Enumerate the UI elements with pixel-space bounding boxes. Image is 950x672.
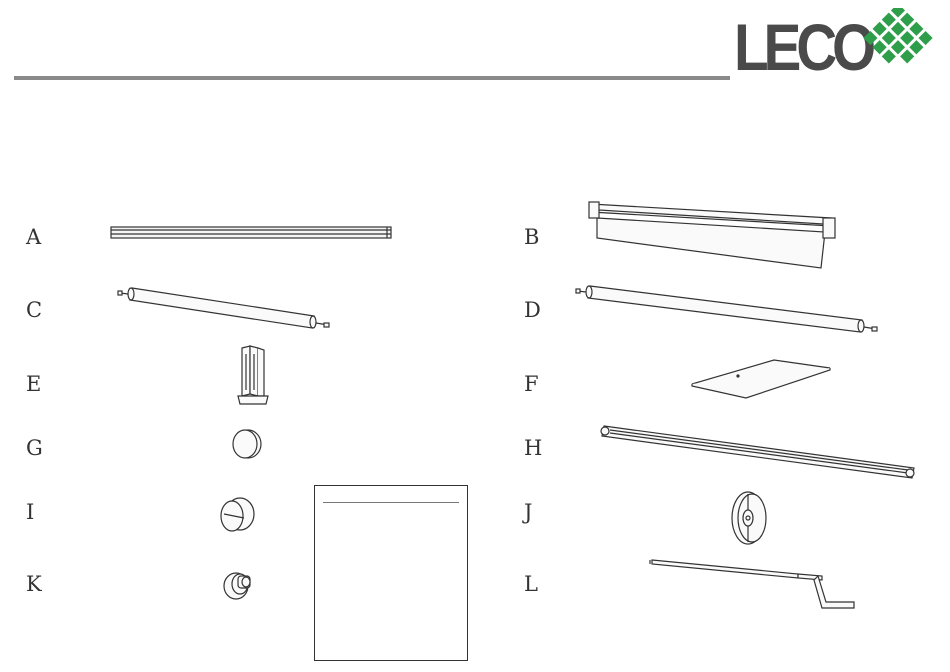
notes-box bbox=[314, 485, 468, 661]
part-label-d: D bbox=[524, 300, 541, 321]
plate-icon bbox=[690, 358, 832, 400]
part-label-i: I bbox=[26, 502, 34, 523]
screen-case-icon bbox=[585, 198, 845, 274]
roller-icon bbox=[118, 284, 332, 336]
roller-icon bbox=[576, 282, 880, 340]
part-label-l: L bbox=[524, 574, 538, 595]
bracket-icon bbox=[236, 344, 272, 406]
end-cap-icon bbox=[218, 494, 258, 536]
part-label-c: C bbox=[26, 300, 42, 321]
notes-box-rule bbox=[323, 502, 459, 503]
knob-icon bbox=[222, 568, 256, 602]
part-label-e: E bbox=[26, 374, 41, 395]
bar-icon bbox=[596, 422, 920, 482]
wheel-icon bbox=[726, 488, 772, 548]
brand-logo-text: LECO bbox=[734, 14, 871, 80]
brand-logo-mark-icon bbox=[858, 8, 938, 82]
part-label-j: J bbox=[524, 502, 532, 523]
part-label-b: B bbox=[524, 227, 539, 248]
part-label-h: H bbox=[524, 438, 542, 459]
part-label-a: A bbox=[26, 227, 41, 248]
part-label-k: K bbox=[26, 574, 42, 595]
crank-handle-icon bbox=[648, 556, 862, 612]
round-cap-icon bbox=[230, 428, 264, 460]
header-rule bbox=[14, 76, 730, 80]
part-label-f: F bbox=[524, 374, 539, 395]
part-label-g: G bbox=[26, 438, 43, 459]
rail-icon bbox=[110, 224, 394, 242]
